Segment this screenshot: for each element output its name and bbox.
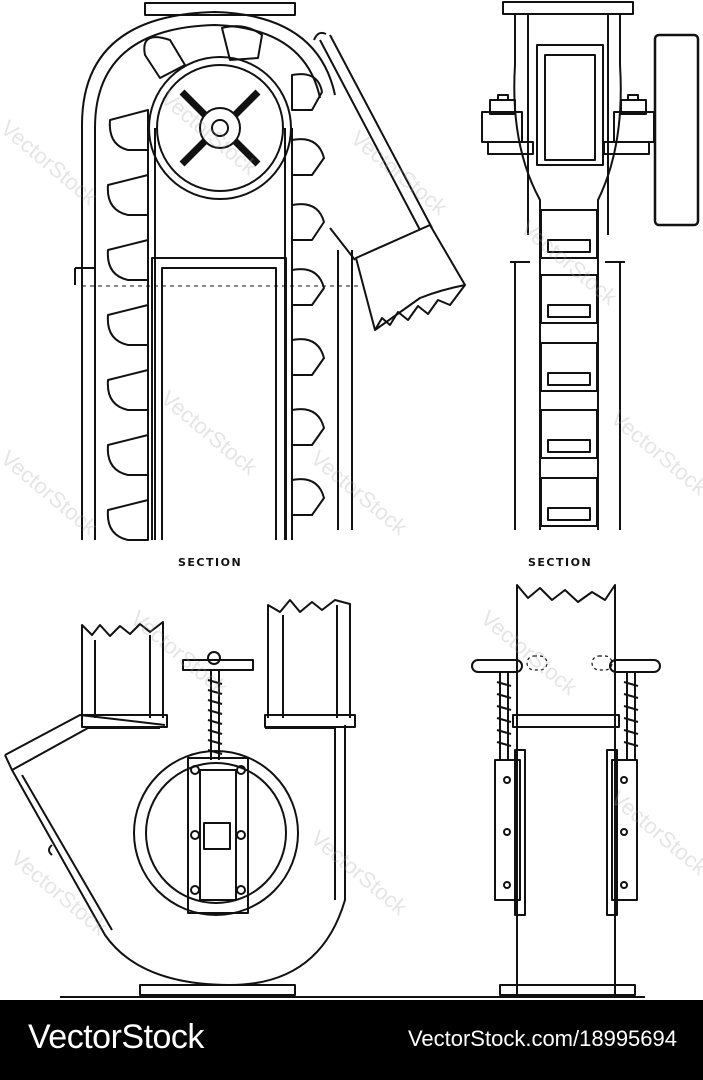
head-pulley <box>148 56 292 200</box>
buckets-front <box>540 209 598 527</box>
brand-logo-text: VectorStock <box>28 1018 204 1056</box>
buckets-right <box>291 73 325 516</box>
elevator-boot-front <box>471 584 661 996</box>
bearing-right <box>603 94 655 155</box>
take-up-screw <box>182 651 254 914</box>
buckets-left <box>106 109 149 541</box>
image-url-text: VectorStock.com/18995694 <box>407 1026 677 1051</box>
elevator-head-side-section <box>74 2 466 541</box>
elevator-boot-side <box>4 599 356 996</box>
bearing-left <box>481 94 534 155</box>
section-label-right: SECTION <box>528 556 593 569</box>
footer-bar: VectorStock VectorStock.com/18995694 <box>0 1000 703 1080</box>
elevator-head-front-section <box>481 1 700 530</box>
section-label-left: SECTION <box>178 556 243 569</box>
discharge-spout <box>313 31 466 331</box>
bucket-elevator-engraving <box>4 1 700 998</box>
